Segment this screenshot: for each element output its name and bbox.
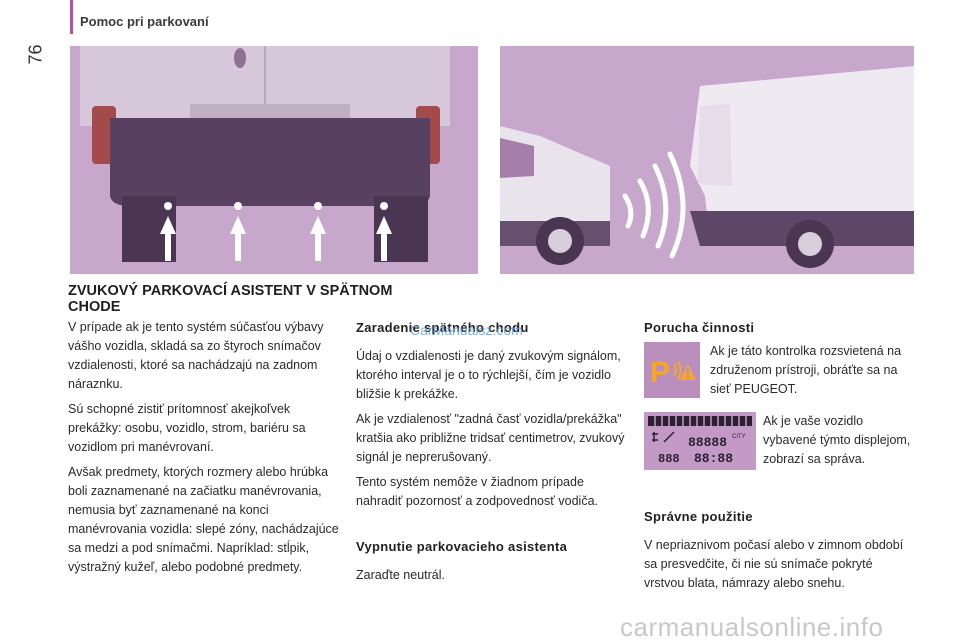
reverse-paragraph-3: Tento systém nemôže v žiadnom prípade na… bbox=[356, 475, 598, 508]
svg-text:P: P bbox=[650, 356, 670, 389]
lcd-row2: 888 bbox=[658, 452, 680, 466]
warning-light-note: Ak je táto kontrolka rozsvietená na zdru… bbox=[710, 344, 902, 396]
column-fault: Porucha činnosti Správne použitie V nepr… bbox=[644, 318, 914, 599]
parking-warning-light-icon: P bbox=[644, 342, 700, 398]
van-rear-illustration bbox=[70, 46, 478, 274]
display-note: Ak je vaše vozidlo vybavené týmto disple… bbox=[763, 414, 911, 466]
lcd-row3: 88:88 bbox=[694, 451, 733, 466]
column-intro: V prípade ak je tento systém súčasťou vý… bbox=[68, 318, 340, 583]
instrument-display-icon: 88888 888 88:88 CITY bbox=[644, 412, 756, 470]
watermark-top: CarManualsz.com bbox=[410, 322, 523, 338]
correct-use-paragraph: V nepriaznivom počasí alebo v zimnom obd… bbox=[644, 538, 904, 590]
reverse-paragraph-2: Ak je vzdialenosť "zadná časť vozidla/pr… bbox=[356, 412, 625, 464]
main-heading: ZVUKOVÝ PARKOVACÍ ASISTENT V SPÄTNOM CHO… bbox=[68, 283, 393, 315]
intro-paragraph-3: Avšak predmety, ktorých rozmery alebo hr… bbox=[68, 465, 339, 574]
heading-fault: Porucha činnosti bbox=[644, 320, 755, 335]
section-accent-bar bbox=[70, 0, 73, 34]
vans-signal-illustration bbox=[500, 46, 914, 274]
reverse-paragraph-1: Údaj o vzdialenosti je daný zvukovým sig… bbox=[356, 349, 621, 401]
intro-paragraph-2: Sú schopné zistiť prítomnosť akejkoľvek … bbox=[68, 402, 306, 454]
lcd-city-label: CITY bbox=[732, 434, 746, 440]
disable-paragraph: Zaraďte neutrál. bbox=[356, 568, 445, 582]
watermark-bottom: carmanualsonline.info bbox=[620, 612, 884, 642]
heading-disable-assistant: Vypnutie parkovacieho asistenta bbox=[356, 539, 568, 554]
column-reverse-gear: Zaradenie spätného chodu Údaj o vzdialen… bbox=[356, 318, 626, 591]
intro-paragraph-1: V prípade ak je tento systém súčasťou vý… bbox=[68, 320, 324, 391]
heading-reverse-gear: Zaradenie spätného chodu bbox=[356, 320, 529, 335]
section-title: Pomoc pri parkovaní bbox=[80, 14, 209, 29]
page-number: 76 bbox=[25, 44, 46, 65]
lcd-row1: 88888 bbox=[688, 435, 727, 450]
heading-correct-use: Správne použitie bbox=[644, 509, 753, 524]
